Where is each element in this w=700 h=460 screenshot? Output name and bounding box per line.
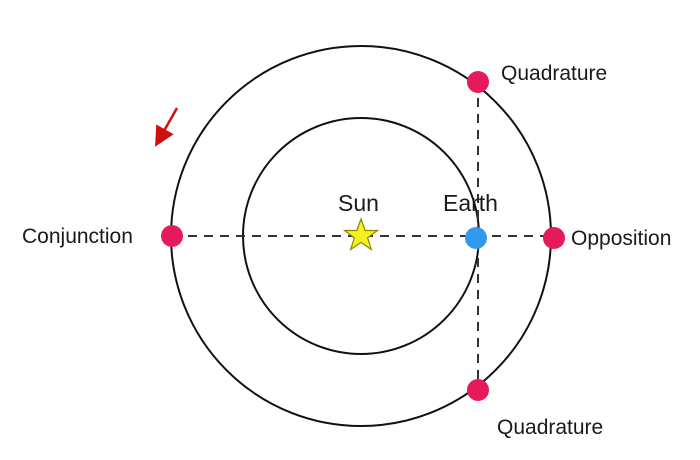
opposition-label: Opposition bbox=[571, 227, 671, 250]
opposition-marker bbox=[543, 227, 565, 249]
conjunction-marker bbox=[161, 225, 183, 247]
quadrature-bottom-label: Quadrature bbox=[497, 416, 603, 439]
earth-label: Earth bbox=[443, 190, 498, 216]
quadrature-top-label: Quadrature bbox=[501, 62, 607, 85]
sun-label: Sun bbox=[338, 190, 379, 216]
arrow-icon bbox=[155, 107, 179, 147]
star-icon bbox=[342, 217, 380, 251]
earth-marker bbox=[465, 227, 487, 249]
conjunction-label: Conjunction bbox=[22, 225, 133, 248]
quadrature-top-marker bbox=[467, 71, 489, 93]
quadrature-bottom-marker bbox=[467, 379, 489, 401]
